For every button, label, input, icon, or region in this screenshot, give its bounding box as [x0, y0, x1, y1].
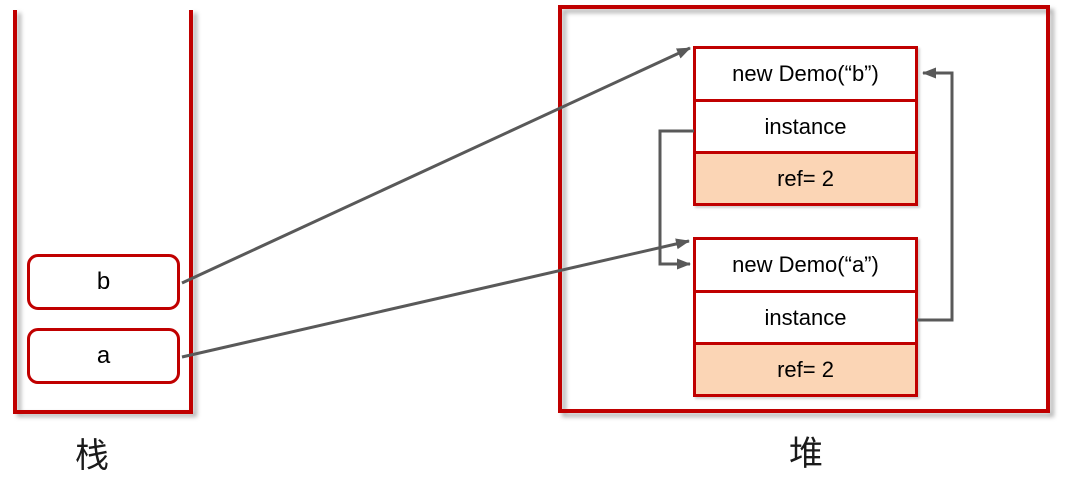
heap-object-demo-b-refcount: ref= 2: [696, 151, 915, 203]
heap-object-demo-a: new Demo(“a”) instance ref= 2: [693, 237, 918, 397]
stack-variable-b-label: b: [96, 268, 111, 295]
stack-variable-b: b: [27, 254, 180, 310]
heap-object-demo-a-refcount: ref= 2: [696, 342, 915, 394]
stack-variable-a-label: a: [96, 342, 111, 369]
heap-object-demo-a-title: new Demo(“a”): [696, 240, 915, 290]
stack-label: 栈: [75, 438, 109, 475]
heap-label: 堆: [789, 436, 823, 473]
heap-object-demo-a-instance: instance: [696, 290, 915, 342]
heap-object-demo-b-instance: instance: [696, 99, 915, 151]
heap-object-demo-b: new Demo(“b”) instance ref= 2: [693, 46, 918, 206]
heap-object-demo-b-title: new Demo(“b”): [696, 49, 915, 99]
stack-variable-a: a: [27, 328, 180, 384]
